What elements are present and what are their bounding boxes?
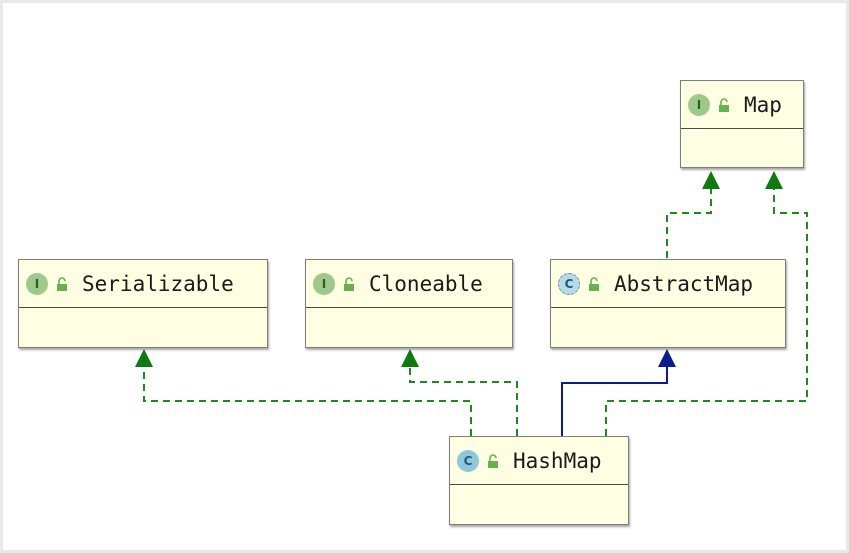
unlock-icon [719,97,729,112]
interface-icon: I [688,93,710,116]
class-icon: C [457,449,479,472]
node-map[interactable]: I Map [680,80,804,168]
unlock-icon [344,276,354,291]
node-cloneable-name: Cloneable [369,271,483,296]
unlock-icon [488,453,498,468]
interface-icon: I [26,272,48,295]
interface-icon: I [313,272,335,295]
node-hashmap[interactable]: C HashMap [449,436,629,525]
node-abstractmap-name: AbstractMap [614,271,754,296]
node-hashmap-name: HashMap [513,448,602,473]
node-serializable-name: Serializable [82,271,234,296]
node-map-header: I Map [681,81,803,129]
node-abstractmap-header: C AbstractMap [551,260,785,308]
node-serializable[interactable]: I Serializable [18,259,268,348]
abstract-class-icon: C [558,272,580,295]
unlock-icon [57,276,67,291]
node-serializable-header: I Serializable [19,260,267,308]
unlock-icon [589,276,599,291]
node-cloneable[interactable]: I Cloneable [305,259,513,348]
node-cloneable-header: I Cloneable [306,260,512,308]
node-map-name: Map [744,92,782,117]
node-hashmap-header: C HashMap [450,437,628,485]
node-abstractmap[interactable]: C AbstractMap [550,259,786,348]
